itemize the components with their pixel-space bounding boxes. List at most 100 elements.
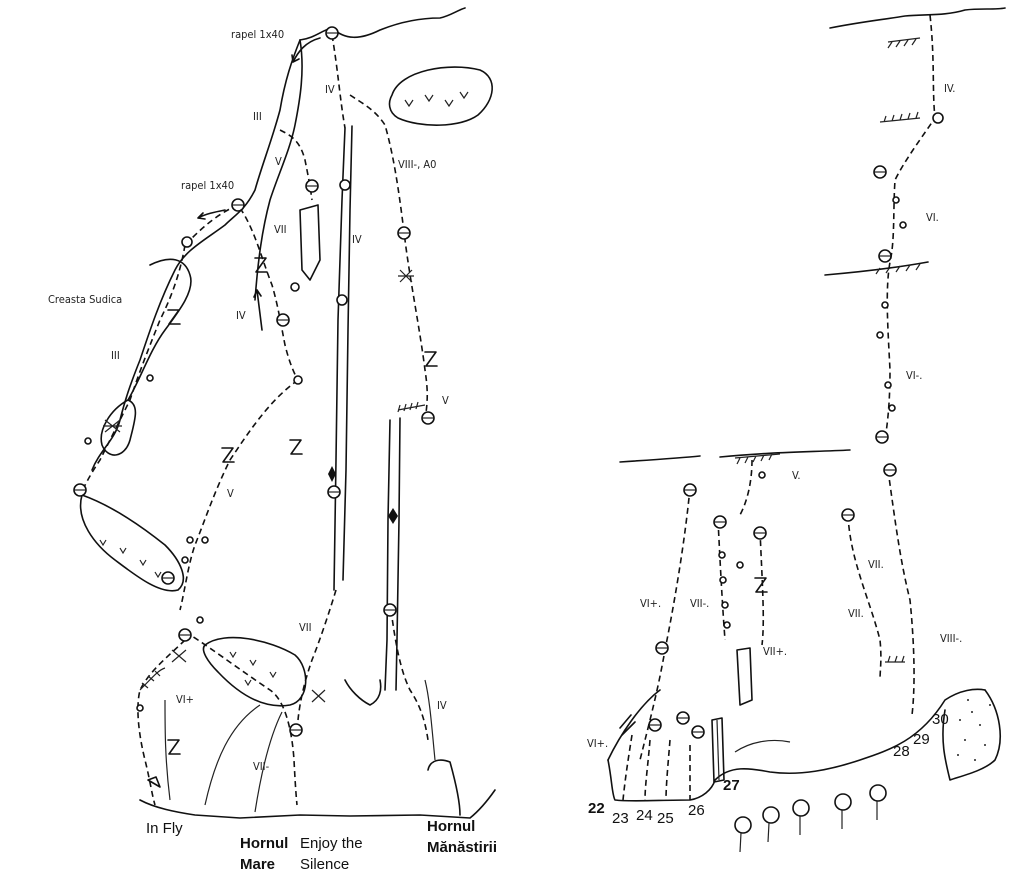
dihedral-lower <box>711 717 725 783</box>
route-num-22: 22 <box>588 800 605 817</box>
hatch-r4 <box>734 453 781 465</box>
route-rappel-mid <box>239 207 299 381</box>
route-r-base-c <box>665 739 671 801</box>
route-num-24: 24 <box>636 807 653 824</box>
ledge-upper <box>824 261 929 276</box>
hatch-2 <box>139 667 166 691</box>
grade-vii: VII <box>274 223 287 236</box>
rappel-arrow-mid <box>197 209 226 220</box>
route-hornul-mare <box>184 631 298 806</box>
route-r-viii-minus <box>887 469 915 716</box>
grade-iv-mid: IV <box>352 233 362 246</box>
r-grade-vii-plus: VII+. <box>763 645 787 658</box>
hatch-r2 <box>879 111 921 123</box>
slab-dots <box>957 699 991 761</box>
grade-iv-top: IV <box>325 83 335 96</box>
fill-mark-1 <box>328 466 336 482</box>
crack-rz2 <box>619 714 636 736</box>
bolt-group-left <box>73 26 435 737</box>
grade-vii-minus: VII- <box>253 760 270 773</box>
lower-buttress-c <box>164 699 171 801</box>
route-v-left <box>179 379 299 611</box>
r-grade-v: V. <box>792 469 801 482</box>
route-label-in-fly: In Fly <box>146 820 183 837</box>
fill-mark-2 <box>388 508 398 524</box>
right-ground <box>607 688 986 802</box>
r-grade-viii-minus: VIII-. <box>940 632 962 645</box>
rappel-mid-label: rapel 1x40 <box>181 179 234 192</box>
manastirii-base-rock <box>427 759 461 816</box>
hatch-r1 <box>887 37 921 49</box>
ledge-middle-a <box>619 455 701 463</box>
route-r-vii-plus <box>759 529 765 646</box>
route-num-28: 28 <box>893 743 910 760</box>
bolt-group-right <box>648 112 944 739</box>
manastirii-left-line <box>384 419 391 691</box>
crack-z3 <box>221 447 235 463</box>
chimney-right-line <box>342 125 353 581</box>
grade-iii-top: III <box>253 110 262 123</box>
dihedral-lower-mid <box>716 719 720 781</box>
rappel-top-label: rapel 1x40 <box>231 28 284 41</box>
route-num-26: 26 <box>688 802 705 819</box>
grade-v-left: V <box>227 487 234 500</box>
route-r-upper <box>884 14 936 441</box>
cross-1 <box>398 269 414 283</box>
route-top-iv <box>331 34 346 129</box>
small-triangle <box>147 776 161 788</box>
route-num-30: 30 <box>932 711 949 728</box>
route-label-enjoy-1: Enjoy the <box>300 835 363 852</box>
lower-buttress-a <box>204 704 261 806</box>
cross-2 <box>103 419 122 433</box>
grade-iv-left: IV <box>236 309 246 322</box>
cross-4 <box>171 649 187 663</box>
left-wall-right-topo <box>607 689 661 761</box>
upper-block <box>299 204 321 281</box>
route-r-v <box>739 459 753 516</box>
route-label-manastirii-1: Hornul <box>427 818 475 835</box>
grade-v-right: V <box>442 394 449 407</box>
route-vi-plus <box>137 639 186 806</box>
left-ridge-outline-2 <box>127 258 192 401</box>
chimney-left-line <box>333 127 346 591</box>
crack-rz1 <box>754 577 768 593</box>
route-v-upper <box>279 129 313 201</box>
hatch-r5 <box>885 655 905 663</box>
r-grade-vii-a: VII. <box>868 558 884 571</box>
left-ground <box>139 789 496 819</box>
hatch-r3 <box>875 263 921 275</box>
crack-z4 <box>289 439 303 455</box>
crack-z6 <box>167 309 181 325</box>
grade-vii-low: VII <box>299 621 312 634</box>
route-label-hornul-mare-1: Hornul <box>240 835 288 852</box>
route-manastirii <box>390 609 429 741</box>
middle-rock-base <box>344 679 382 706</box>
rappel-arrow-top <box>291 37 321 63</box>
route-label-hornul-mare-2: Mare <box>240 856 275 873</box>
start-markers <box>734 784 887 853</box>
grade-vi-plus: VI+ <box>176 693 194 706</box>
right-summit-ridge <box>829 7 1006 29</box>
up-arrow <box>253 289 263 331</box>
route-r-base-b <box>644 739 651 801</box>
route-num-25: 25 <box>657 810 674 827</box>
hatch-1 <box>397 401 426 413</box>
iv-line-low <box>424 679 436 761</box>
r-grade-iv: IV. <box>944 82 955 95</box>
left-snow-upper <box>100 399 137 456</box>
hatch-r6 <box>734 739 791 753</box>
ledge-middle-b <box>719 449 851 458</box>
route-num-29: 29 <box>913 731 930 748</box>
r-grade-vi-plus-a: VI+. <box>640 597 661 610</box>
crack-z2 <box>424 351 438 367</box>
summit-ridge <box>299 7 466 41</box>
lower-buttress-b <box>254 711 283 813</box>
route-r-vii <box>847 514 882 681</box>
right-slab <box>942 689 1001 781</box>
route-enjoy <box>297 589 337 721</box>
grade-viii-a0: VIII-, A0 <box>398 158 436 171</box>
route-r-base-a <box>622 734 633 801</box>
grade-iv-low: IV <box>437 699 447 712</box>
left-inner-ridge <box>254 39 303 301</box>
